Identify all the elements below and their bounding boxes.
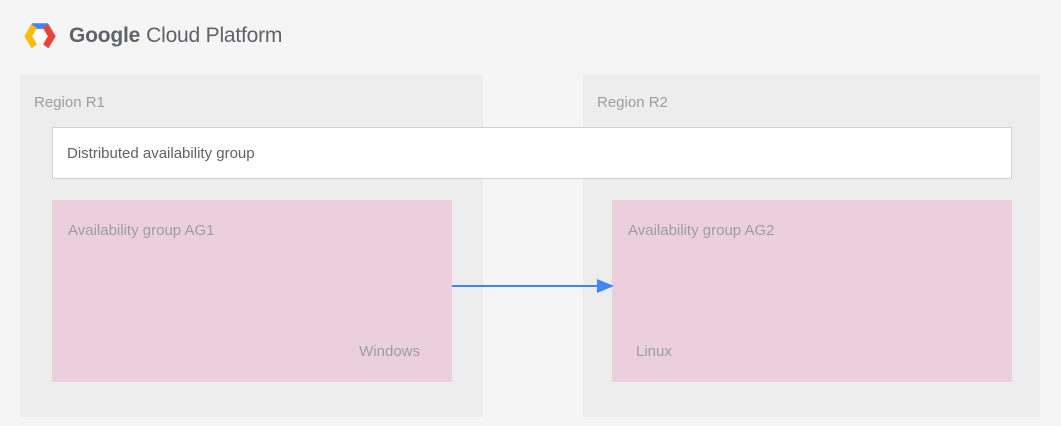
brand-name-google: Google xyxy=(69,24,141,47)
right-arrow-icon xyxy=(452,279,614,293)
google-cloud-platform-hexagon-icon xyxy=(24,23,56,49)
architecture-diagram: Region R1 Region R2 Distributed availabi… xyxy=(0,70,1061,426)
availability-group-box-ag1: Availability group AG1 Windows xyxy=(52,200,452,382)
os-label-linux: Linux xyxy=(636,343,672,360)
region-label-r1: Region R1 xyxy=(34,94,105,111)
os-label-windows: Windows xyxy=(359,343,420,360)
brand-name-cloud-platform: Cloud Platform xyxy=(146,24,283,47)
brand-header: Google Cloud Platform xyxy=(0,0,1061,70)
availability-group-title-ag2: Availability group AG2 xyxy=(628,222,775,239)
brand-title: Google Cloud Platform xyxy=(69,24,282,48)
region-label-r2: Region R2 xyxy=(597,94,668,111)
availability-group-box-ag2: Availability group AG2 Linux xyxy=(612,200,1012,382)
distributed-availability-group-box: Distributed availability group xyxy=(52,127,1012,179)
availability-group-title-ag1: Availability group AG1 xyxy=(68,222,215,239)
brand-lockup: Google Cloud Platform xyxy=(22,18,282,54)
distributed-availability-group-label: Distributed availability group xyxy=(67,144,255,162)
